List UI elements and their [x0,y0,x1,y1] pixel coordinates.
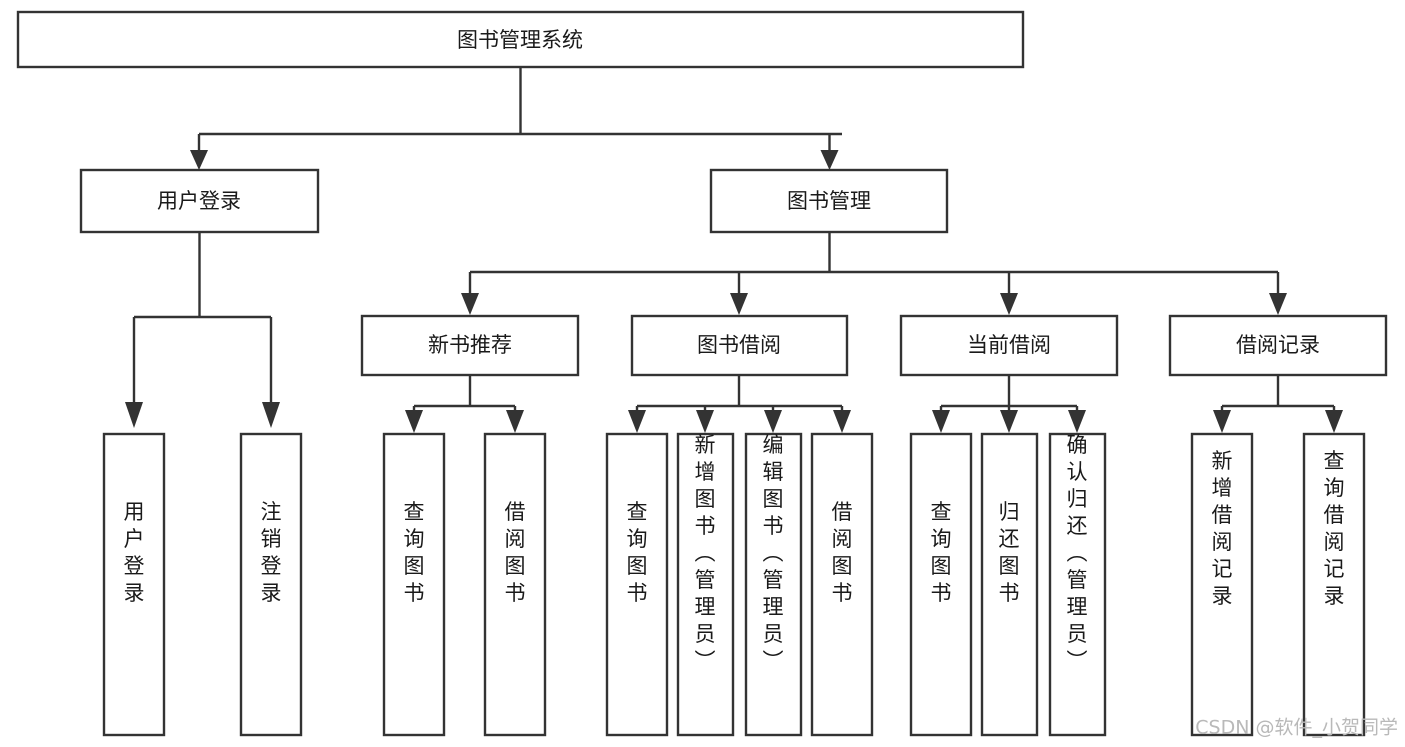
node-root-label: 图书管理系统 [457,28,583,52]
leaf-edit-book-label: 编辑图书︵管理员︶ [763,433,784,673]
leaf-query-book-3[interactable]: 查询图书 [909,432,973,737]
node-new-book-recommend[interactable]: 新书推荐 [360,314,580,377]
node-new-book-recommend-label: 新书推荐 [428,333,512,357]
leaf-add-book-label: 新增图书︵管理员︶ [695,433,716,673]
leaf-edit-book-box[interactable] [744,432,803,737]
leaf-query-record[interactable]: 查询借阅记录 [1302,432,1366,737]
leaf-return-book-box[interactable] [980,432,1039,737]
leaf-query-record-label: 查询借阅记录 [1324,449,1345,608]
arrow-book-borrow [730,293,748,315]
arrow-leaf-edit-book [764,410,782,433]
leaf-query-book-2-box[interactable] [605,432,669,737]
leaf-borrow-book-1-label: 借阅图书 [505,500,526,605]
leaf-query-book-2[interactable]: 查询图书 [605,432,669,737]
arrow-to-user-login [190,150,208,170]
leaf-add-book[interactable]: 新增图书︵管理员︶ [676,432,735,737]
leaf-user-login-box[interactable] [102,432,166,737]
leaf-confirm-return-box[interactable] [1048,432,1107,737]
leaf-add-record[interactable]: 新增借阅记录 [1190,432,1254,737]
arrow-leaf-add-book [696,410,714,433]
node-user-login-box[interactable] [79,168,320,234]
arrow-leaf-return-book [1000,410,1018,433]
node-book-borrow-label: 图书借阅 [697,333,781,357]
connector-layer [125,67,1343,433]
arrow-leaf-user-login [125,402,143,428]
leaf-confirm-return-label: 确认归还︵管理员︶ [1067,433,1088,673]
leaf-confirm-return[interactable]: 确认归还︵管理员︶ [1048,432,1107,737]
arrow-leaf-query-record [1325,410,1343,433]
leaf-query-book-3-box[interactable] [909,432,973,737]
leaf-user-login[interactable]: 用户登录 [102,432,166,737]
leaf-query-book-1-label: 查询图书 [404,500,425,605]
leaf-query-book-3-label: 查询图书 [931,500,952,605]
leaf-borrow-book-1-box[interactable] [483,432,547,737]
node-current-borrow-box[interactable] [899,314,1119,377]
leaf-borrow-book-2-box[interactable] [810,432,874,737]
node-root[interactable]: 图书管理系统 [16,10,1025,69]
leaf-return-book-label: 归还图书 [999,500,1020,605]
leaf-user-logout[interactable]: 注销登录 [239,432,303,737]
arrow-leaf-confirm-return [1068,410,1086,433]
leaf-add-book-box[interactable] [676,432,735,737]
leaf-user-logout-label: 注销登录 [261,500,282,605]
leaf-add-record-box[interactable] [1190,432,1254,737]
arrow-leaf-user-logout [262,402,280,428]
arrow-leaf-add-record [1213,410,1231,433]
csdn-watermark: CSDN @软件_小贺同学 [1195,717,1398,739]
node-current-borrow-label: 当前借阅 [967,333,1051,357]
leaf-query-record-box[interactable] [1302,432,1366,737]
arrow-current-borrow [1000,293,1018,315]
leaf-add-record-label: 新增借阅记录 [1212,449,1233,608]
arrow-to-book-management [820,150,839,170]
leaf-user-login-label: 用户登录 [124,500,145,605]
node-root-box[interactable] [16,10,1025,69]
node-new-book-recommend-box[interactable] [360,314,580,377]
arrow-borrow-record [1269,293,1287,315]
node-borrow-record-box[interactable] [1168,314,1388,377]
node-book-management-label: 图书管理 [787,189,871,213]
node-book-borrow-box[interactable] [630,314,849,377]
arrow-leaf-borrow-book-2 [833,410,851,433]
leaf-query-book-2-label: 查询图书 [627,500,648,605]
leaf-borrow-book-2[interactable]: 借阅图书 [810,432,874,737]
leaf-query-book-1-box[interactable] [382,432,446,737]
arrow-leaf-query-book-2 [628,410,646,433]
arrow-leaf-query-book-1 [405,410,423,433]
leaf-return-book[interactable]: 归还图书 [980,432,1039,737]
arrow-leaf-borrow-book-1 [506,410,524,433]
node-user-login-label: 用户登录 [157,189,241,213]
arrow-new-book-recommend [461,293,479,315]
leaf-query-book-1[interactable]: 查询图书 [382,432,446,737]
node-book-borrow[interactable]: 图书借阅 [630,314,849,377]
leaf-borrow-book-2-label: 借阅图书 [832,500,853,605]
node-user-login[interactable]: 用户登录 [79,168,320,234]
node-borrow-record[interactable]: 借阅记录 [1168,314,1388,377]
leaf-edit-book[interactable]: 编辑图书︵管理员︶ [744,432,803,737]
node-book-management-box[interactable] [709,168,949,234]
leaf-user-logout-box[interactable] [239,432,303,737]
arrow-leaf-query-book-3 [932,410,950,433]
leaf-borrow-book-1[interactable]: 借阅图书 [483,432,547,737]
node-borrow-record-label: 借阅记录 [1236,333,1320,357]
node-current-borrow[interactable]: 当前借阅 [899,314,1119,377]
node-book-management[interactable]: 图书管理 [709,168,949,234]
